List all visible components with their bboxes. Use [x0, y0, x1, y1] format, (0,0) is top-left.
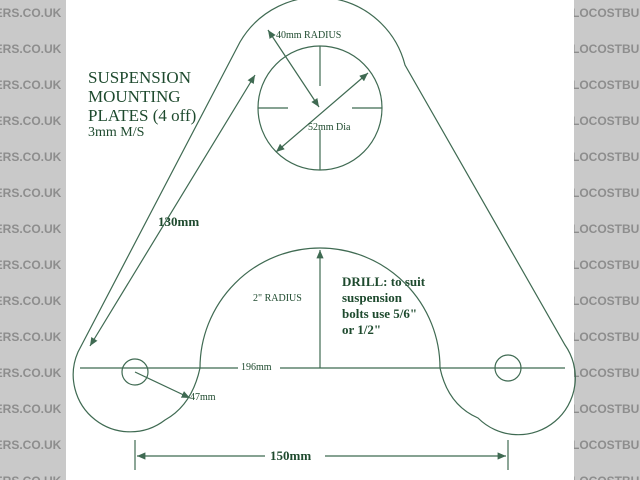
watermark-text: LOCOSTBUILDERS.CO.UK [574, 294, 640, 308]
edge-length-label: 130mm [158, 214, 200, 229]
watermark-text: LOCOSTBUILDERS.CO.UK [0, 330, 62, 344]
watermark-text: LOCOSTBUILDERS.CO.UK [574, 222, 640, 236]
title-line2: MOUNTING [88, 87, 181, 106]
note-line2: suspension [342, 290, 402, 305]
lobe-leader [134, 371, 191, 399]
radius-leader [267, 29, 320, 108]
right-hole [494, 354, 522, 382]
span-label: 196mm [241, 362, 272, 373]
watermark-text: LOCOSTBUILDERS.CO.UK [0, 78, 62, 92]
note-line1: DRILL: to suit [342, 274, 426, 289]
watermark-text: LOCOSTBUILDERS.CO.UK [0, 42, 62, 56]
inner-radius-label: 2" RADIUS [253, 293, 302, 304]
note-line3: bolts use 5/6" [342, 306, 418, 321]
title: SUSPENSION MOUNTING PLATES (4 off) 3mm M… [88, 68, 196, 140]
watermark-text: LOCOSTBUILDERS.CO.UK [0, 474, 61, 480]
watermark-text: LOCOSTBUILDERS.CO.UK [574, 258, 640, 272]
watermark-text: LOCOSTBUILDERS.CO.UK [574, 402, 640, 416]
material: 3mm M/S [88, 125, 145, 140]
watermark-text: LOCOSTBUILDERS.CO.UK [0, 222, 62, 236]
watermark-text: LOCOSTBUILDERS.CO.UK [0, 150, 62, 164]
watermark-text: LOCOSTBUILDERS.CO.UK [0, 186, 62, 200]
note-line4: or 1/2" [342, 322, 382, 337]
watermark-text: LOCOSTBUILDERS.CO.UK [0, 438, 62, 452]
watermark-strip-left: LOCOSTBUILDERS.CO.UK LOCOSTBUILDERS.CO.UK… [0, 0, 66, 480]
title-line1: SUSPENSION [88, 68, 191, 87]
watermark-text: LOCOSTBUILDERS.CO.UK [0, 366, 62, 380]
watermark-text: LOCOSTBUILDERS.CO.UK [574, 474, 640, 480]
spacing-label: 150mm [270, 448, 312, 463]
watermark-text: LOCOSTBUILDERS.CO.UK [574, 366, 640, 380]
left-hole [121, 358, 149, 386]
watermark-text: LOCOSTBUILDERS.CO.UK [574, 42, 640, 56]
watermark-text: LOCOSTBUILDERS.CO.UK [574, 438, 640, 452]
plate-outline [72, 0, 576, 436]
dia-leader [275, 72, 369, 153]
watermark-text: LOCOSTBUILDERS.CO.UK [574, 330, 640, 344]
dia-label: 52mm Dia [308, 122, 351, 133]
watermark-text: LOCOSTBUILDERS.CO.UK [574, 186, 640, 200]
drill-note: DRILL: to suit suspension bolts use 5/6"… [342, 274, 425, 338]
watermark-text: LOCOSTBUILDERS.CO.UK [0, 258, 62, 272]
watermark-strip-right: LOCOSTBUILDERS.CO.UK LOCOSTBUILDERS.CO.UK… [574, 0, 640, 480]
watermark-text: LOCOSTBUILDERS.CO.UK [574, 150, 640, 164]
radius-label: 40mm RADIUS [276, 30, 342, 41]
title-line3: PLATES (4 off) [88, 106, 197, 125]
watermark-text: LOCOSTBUILDERS.CO.UK [574, 114, 640, 128]
watermark-text: LOCOSTBUILDERS.CO.UK [0, 294, 62, 308]
watermark-text: LOCOSTBUILDERS.CO.UK [0, 402, 62, 416]
lobe-label: 47mm [190, 392, 216, 403]
watermark-text: LOCOSTBUILDERS.CO.UK [0, 114, 62, 128]
edge-dim-line [89, 74, 256, 347]
watermark-text: LOCOSTBUILDERS.CO.UK [574, 6, 640, 20]
watermark-text: LOCOSTBUILDERS.CO.UK [0, 6, 62, 20]
watermark-text: LOCOSTBUILDERS.CO.UK [574, 78, 640, 92]
